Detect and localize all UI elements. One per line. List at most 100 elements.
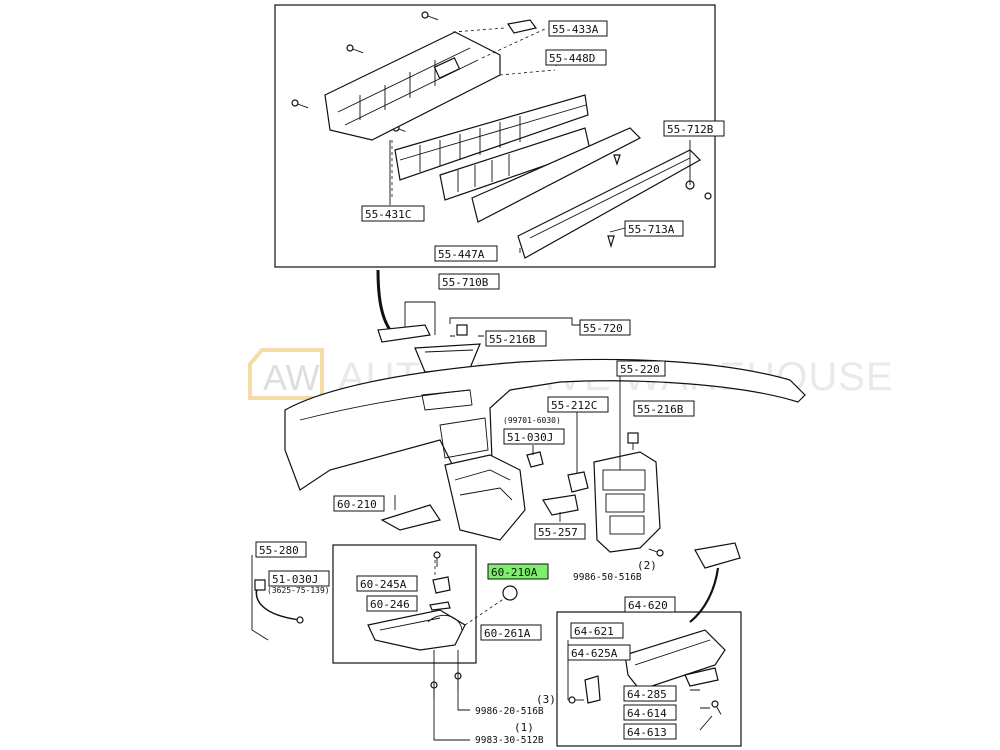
clip-icon xyxy=(607,235,615,249)
screw-icon-console-top xyxy=(433,551,441,567)
circuit-board-part xyxy=(394,94,589,181)
label-box xyxy=(480,624,542,641)
pad-part-60-246 xyxy=(429,601,451,611)
label-box xyxy=(434,245,498,262)
label-box xyxy=(356,575,418,592)
label-text: 64-625A xyxy=(571,647,618,660)
glovebox-lid-part xyxy=(689,542,741,623)
label-55-216B-right: 55-216B xyxy=(633,400,695,417)
cluster-bezel-part xyxy=(471,127,701,259)
label-text: 60-261A xyxy=(484,627,531,640)
label-text: 55-257 xyxy=(538,526,578,539)
note-3625: (3625-75-139) xyxy=(267,586,330,595)
label-box xyxy=(485,330,547,347)
harness-leader xyxy=(251,555,269,641)
label-text: 55-720 xyxy=(583,322,623,335)
label-text: 55-431C xyxy=(365,208,411,221)
label-64-625A: 64-625A xyxy=(567,644,631,661)
cap-part-60-261A xyxy=(502,585,518,601)
label-text: 55-216B xyxy=(637,403,684,416)
label-55-280: 55-280 xyxy=(255,541,307,558)
label-55-220: 55-220 xyxy=(616,360,666,377)
part-labels: 55-433A 55-448D 55-712B 55-431C 55-713A 55-44… xyxy=(255,20,725,740)
label-box xyxy=(663,120,725,137)
label-text: 64-285 xyxy=(627,688,667,701)
clip-part-55-216B xyxy=(456,324,468,336)
cluster-housing-part xyxy=(324,31,501,141)
label-box xyxy=(487,563,549,580)
label-text: 55-212C xyxy=(551,399,597,412)
note-9986-20-qty: (3) xyxy=(536,693,556,706)
screw-icon-9986-50 xyxy=(648,548,664,557)
console-detail-frame xyxy=(332,544,477,664)
bulb-socket-part xyxy=(526,451,544,468)
screw-icon-64-621 xyxy=(568,696,584,704)
label-text: 55-448D xyxy=(549,52,595,65)
note-9986-20: 9986-20-516B xyxy=(475,706,544,717)
label-55-720: 55-720 xyxy=(579,319,631,336)
label-text: 55-280 xyxy=(259,544,299,557)
label-text: 55-710B xyxy=(442,276,489,289)
clip-icon-2 xyxy=(613,154,621,166)
label-box xyxy=(366,595,418,612)
note-9983-30: 9983-30-512B xyxy=(475,735,544,746)
label-box xyxy=(268,570,330,587)
label-64-620: 64-620 xyxy=(624,596,676,613)
label-64-285: 64-285 xyxy=(623,685,677,702)
label-text: 55-220 xyxy=(620,363,660,376)
label-text: 60-210A xyxy=(491,566,538,579)
label-text: 60-246 xyxy=(370,598,410,611)
label-text: 60-245A xyxy=(360,578,407,591)
lighting-harness-part xyxy=(254,579,304,624)
label-55-212C: 55-212C xyxy=(547,396,609,413)
note-9983-30-qty: (1) xyxy=(514,721,534,734)
label-55-712B: 55-712B xyxy=(663,120,725,137)
label-text: 60-210 xyxy=(337,498,377,511)
label-box xyxy=(503,428,565,445)
hinge-part-64-625A xyxy=(584,675,601,704)
label-text: 51-030J xyxy=(507,431,553,444)
label-64-613: 64-613 xyxy=(623,723,677,740)
label-55-431C: 55-431C xyxy=(361,205,425,222)
part-55-433A-icon xyxy=(506,19,538,34)
note-9986-50-qty: (2) xyxy=(637,559,657,572)
switch-part-55-212C xyxy=(567,471,589,493)
label-box xyxy=(361,205,425,222)
label-text: 55-712B xyxy=(667,123,714,136)
label-box xyxy=(616,360,666,377)
label-60-246: 60-246 xyxy=(366,595,418,612)
label-box xyxy=(579,319,631,336)
label-box xyxy=(548,20,608,37)
label-55-447A: 55-447A xyxy=(434,245,498,262)
label-box xyxy=(255,541,307,558)
label-55-713A: 55-713A xyxy=(624,220,684,237)
label-text: 51-030J xyxy=(272,573,318,586)
label-text: 55-713A xyxy=(628,223,675,236)
label-55-257: 55-257 xyxy=(534,523,586,540)
label-box xyxy=(438,273,500,290)
label-box xyxy=(633,400,695,417)
label-51-030J-left: 51-030J xyxy=(268,570,330,587)
label-box xyxy=(570,622,624,639)
part-notes: (99701-6030) (3625-75-139) 9986-50-516B(2)… xyxy=(267,416,657,746)
label-text: 64-621 xyxy=(574,625,614,638)
screw-icon-64-614 xyxy=(711,700,722,715)
label-box xyxy=(624,220,684,237)
hazard-switch-part xyxy=(377,301,436,343)
label-text: 55-216B xyxy=(489,333,536,346)
glovebox-part xyxy=(624,629,726,691)
note-9986-50: 9986-50-516B xyxy=(573,572,642,583)
label-55-448D: 55-448D xyxy=(545,49,607,66)
label-box xyxy=(623,685,677,702)
panel-part-60-210 xyxy=(380,504,441,531)
console-box-part xyxy=(367,609,466,651)
center-bezel-part xyxy=(593,451,661,553)
label-55-433A: 55-433A xyxy=(548,20,608,37)
label-box xyxy=(623,723,677,740)
watermark-logo-frame-icon xyxy=(248,348,324,400)
label-box xyxy=(545,49,607,66)
label-51-030J-mid: 51-030J xyxy=(503,428,565,445)
note-99701: (99701-6030) xyxy=(503,416,561,425)
label-60-210: 60-210 xyxy=(333,495,385,512)
